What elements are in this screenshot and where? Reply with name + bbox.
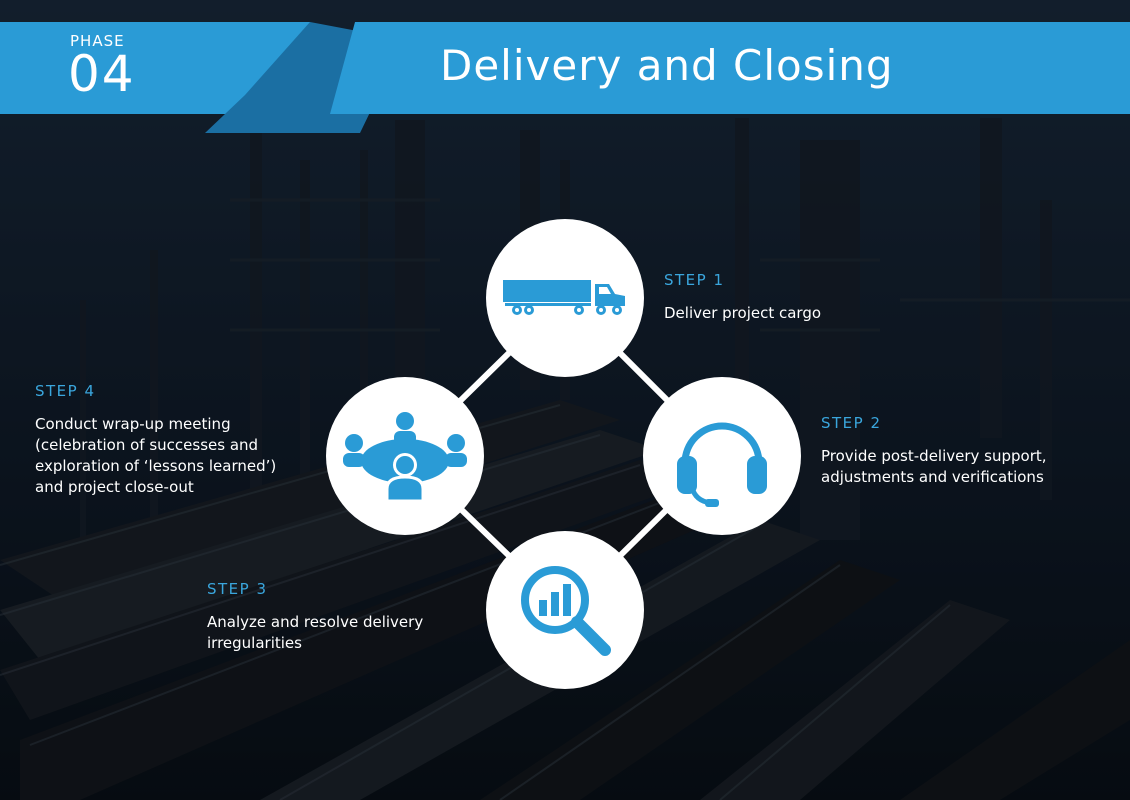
phase-label: PHASE (70, 32, 125, 50)
step-2-node (643, 377, 801, 535)
step-1-label: STEP 1 (664, 271, 725, 289)
step-4-text-block: STEP 4 Conduct wrap-up meeting (celebrat… (35, 382, 325, 498)
step-3-node (486, 531, 644, 689)
step-4-label: STEP 4 (35, 382, 96, 400)
step-4-node (326, 377, 484, 535)
step-1-node (486, 219, 644, 377)
step-3-text-block: STEP 3 Analyze and resolve delivery irre… (207, 580, 477, 654)
step-1-description: Deliver project cargo (664, 304, 822, 322)
magnifier-chart-icon (521, 566, 611, 656)
page-title: Delivery and Closing (440, 41, 894, 90)
headset-icon (677, 422, 767, 507)
step-3-label: STEP 3 (207, 580, 268, 598)
step-2-text-block: STEP 2 Provide post-delivery support, ad… (821, 414, 1121, 488)
step-2-description: Provide post-delivery support, adjustmen… (821, 447, 1047, 486)
step-2-label: STEP 2 (821, 414, 882, 432)
step-4-description: Conduct wrap-up meeting (celebration of … (35, 415, 277, 496)
phase-number: 04 (68, 45, 136, 103)
step-3-description: Analyze and resolve delivery irregularit… (207, 613, 424, 652)
truck-icon (503, 280, 625, 315)
meeting-group-icon (343, 412, 467, 501)
step-1-text-block: STEP 1 Deliver project cargo (664, 271, 964, 324)
header-banner (0, 22, 1130, 133)
